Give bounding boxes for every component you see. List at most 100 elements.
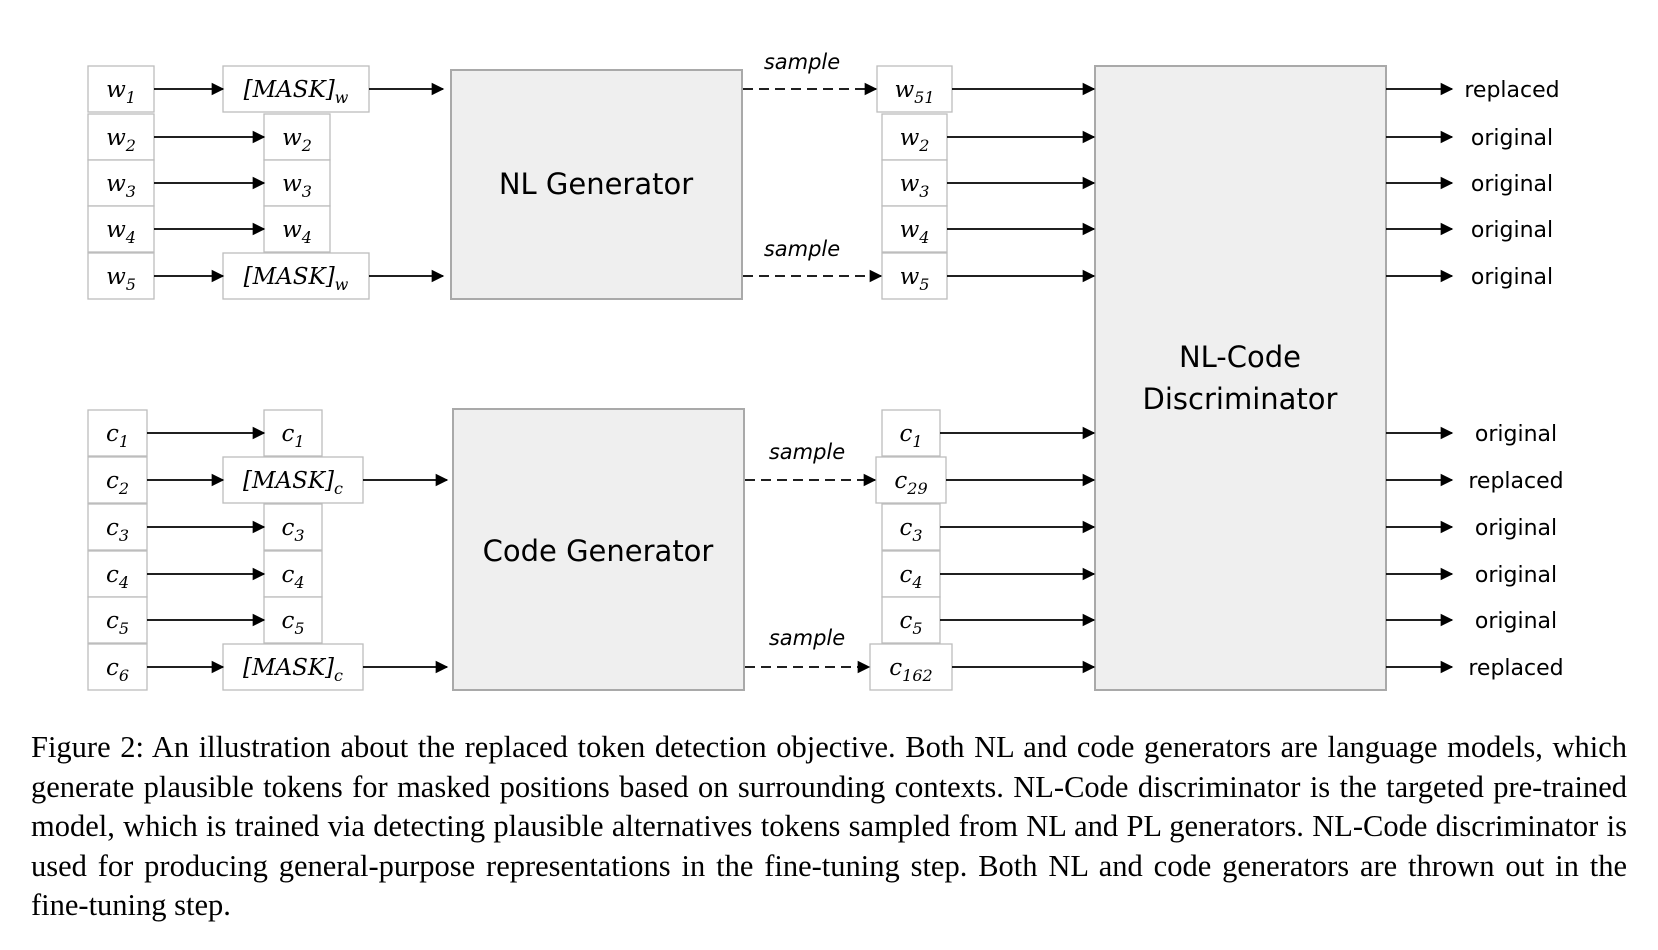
code-masked-token-box [222,643,364,691]
code-input-token-label: c2 [106,468,129,498]
code-input-token-box [87,409,148,457]
token-subscript: 2 [301,136,312,155]
code-input-token-box [87,456,148,504]
token-base: w [282,217,302,243]
code-sampled-token-label: c1 [899,421,922,451]
code-input-token-label: c3 [106,515,129,545]
token-base: c [281,421,294,447]
token-base: w [282,171,302,197]
code-input-token: c1 [87,409,148,457]
nl-generator-label: NL Generator [499,167,693,201]
token-subscript: 5 [912,619,922,638]
nl-input-token: w3 [87,159,155,207]
token-base: w [106,77,126,103]
nl-sampled-token: w4 [881,205,948,253]
nl-input-token-label: w2 [106,125,136,155]
token-base: w [106,217,126,243]
code-input-token-label: c6 [106,655,129,685]
nl-input-token-box [87,159,155,207]
code-masked-token: c5 [263,596,323,644]
token-subscript: 4 [293,573,304,592]
token-base: [MASK] [244,77,335,103]
token-base: w [900,125,920,151]
code-sampled-token-box [881,503,941,551]
code-masked-token-label: c3 [281,515,304,545]
token-base: c [899,515,912,541]
token-base: c [899,562,912,588]
code-masked-token-box [263,503,323,551]
code-sampled-token: c1 [881,409,941,457]
sample-label: sample [764,237,840,261]
token-subscript: 6 [119,666,129,685]
token-base: w [900,171,920,197]
code-sampled-token-label: c5 [899,608,922,638]
nl-sampled-token: w5 [881,252,948,300]
token-subscript: 3 [119,526,129,545]
arrows [147,82,1454,674]
code-masked-token-box [263,409,323,457]
code-input-token-label: c5 [106,608,129,638]
replaced-token-detection-diagram: NL Generator Code Generator NL-Code Disc… [87,50,1564,691]
code-sampled-token-box [881,550,941,598]
token-subscript: 4 [125,228,136,247]
sample-label: sample [764,50,840,74]
nl-input-token-box [87,205,155,253]
output-label: replaced [1468,469,1563,494]
code-masked-token-box [222,456,364,504]
token-subscript: 29 [906,479,927,498]
nl-sampled-token-box [881,252,948,300]
code-input-token: c2 [87,456,148,504]
code-input-token-label: c4 [106,562,129,592]
nl-input-token: w1 [87,65,155,113]
token-base: c [106,421,119,447]
token-base: c [899,608,912,634]
nl-sampled-token: w51 [876,65,953,113]
token-subscript: w [335,88,349,107]
nl-input-token-box [87,252,155,300]
output-label: replaced [1468,656,1563,681]
token-base: c [106,608,119,634]
code-sampled-token-box [869,643,953,691]
code-input-token-box [87,596,148,644]
nl-input-token-label: w3 [106,171,136,201]
code-generator-box [452,408,745,691]
output-label: replaced [1464,78,1559,103]
token-base: w [900,264,920,290]
code-masked-token-box [263,550,323,598]
output-label: original [1471,126,1553,151]
token-subscript: w [335,275,349,294]
nl-masked-token: w3 [263,159,331,207]
token-subscript: 3 [919,182,929,201]
nl-masked-token-label: w2 [282,125,312,155]
code-masked-token: [MASK]c [222,456,364,504]
token-subscript: 5 [119,619,129,638]
token-subscript: 2 [918,136,929,155]
code-input-token: c3 [87,503,148,551]
token-base: c [281,608,294,634]
code-masked-token-label: c5 [281,608,304,638]
token-subscript: 4 [301,228,312,247]
token-subscript: 5 [919,275,929,294]
code-masked-token-label: [MASK]c [243,655,343,685]
sample-label: sample [769,626,845,650]
token-subscript: c [334,479,343,498]
code-input-token-box [87,643,148,691]
code-masked-token: c4 [263,550,323,598]
output-label: original [1471,265,1553,290]
token-base: w [900,217,920,243]
token-subscript: 5 [294,619,304,638]
nl-input-token: w5 [87,252,155,300]
code-input-token: c4 [87,550,148,598]
code-sampled-token-label: c4 [899,562,922,592]
nl-sampled-token: w2 [881,113,948,161]
code-masked-token-label: [MASK]c [243,468,343,498]
token-subscript: 1 [126,88,136,107]
token-base: c [106,655,119,681]
code-sampled-token-label: c29 [894,468,927,498]
code-masked-token: c3 [263,503,323,551]
discriminator-label-line-1: NL-Code [1179,340,1301,374]
discriminator-label-line-2: Discriminator [1143,382,1338,416]
nl-input-token: w4 [87,205,155,253]
nl-sampled-token-label: w4 [900,217,930,247]
nl-sampled-token-label: w2 [900,125,930,155]
